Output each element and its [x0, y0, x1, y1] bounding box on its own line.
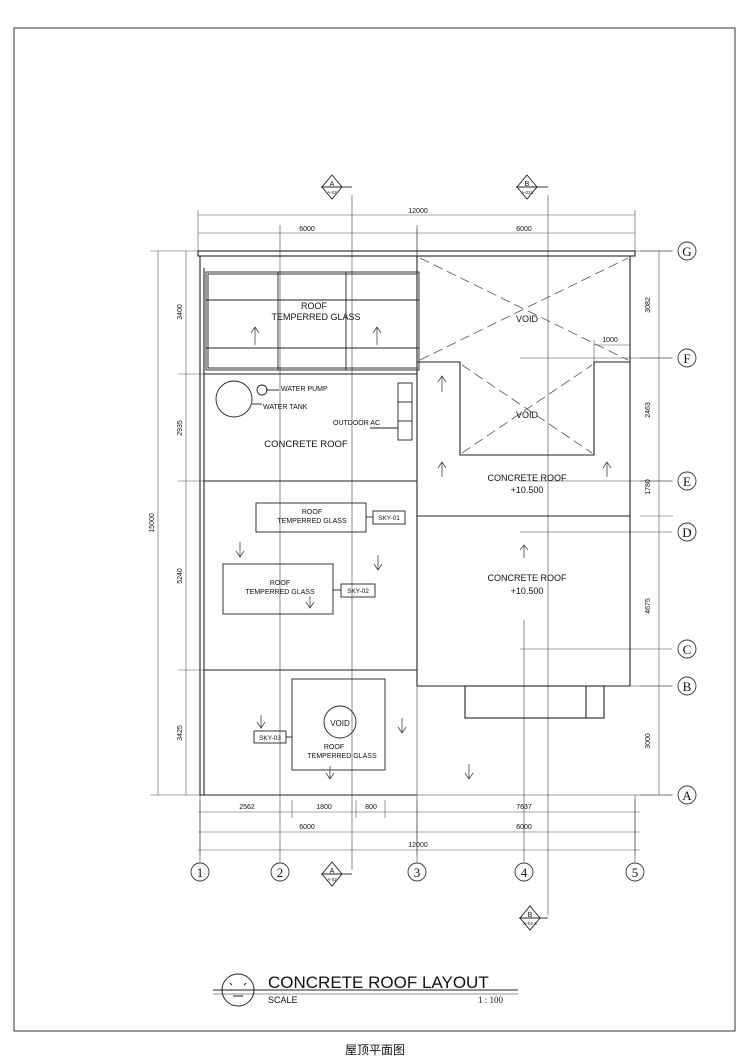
dim-right-seg-5: 3000: [645, 733, 652, 749]
water-pump-label: WATER PUMP: [281, 386, 328, 393]
roof-glass-top-label-1: ROOF: [301, 301, 328, 311]
dim-bottom-seg-4: 7637: [516, 804, 532, 811]
dim-bottom-right: 6000: [516, 824, 532, 831]
section-a-top-ref: A-02: [327, 190, 337, 195]
dim-top-left: 6000: [299, 226, 315, 233]
outdoor-ac-shape: [397, 382, 413, 441]
concrete-roof-d-label-2: +10.500: [511, 586, 544, 596]
building-outline: [197, 250, 636, 796]
dim-right-seg-2: 2463: [645, 402, 652, 418]
title-block: CONCRETE ROOF LAYOUT SCALE 1 : 100: [213, 973, 518, 1007]
section-markers: [321, 174, 548, 931]
skylights: [222, 502, 406, 771]
room-labels: ROOF TEMPERRED GLASS VOID VOID WATER PUM…: [245, 301, 567, 760]
section-a-top-letter: A: [330, 181, 335, 188]
section-b-top-ref: A-02a: [521, 190, 534, 195]
grid-axis-lines: [199, 195, 672, 915]
concrete-roof-label: CONCRETE ROOF: [264, 439, 348, 450]
sheet-border: [13, 27, 736, 1032]
axis-bubbles: [190, 241, 697, 882]
sky-01-outline: [255, 502, 367, 533]
drawing-title: CONCRETE ROOF LAYOUT: [268, 973, 489, 992]
section-marker-labels: A A-02 B A-02a A A-02 B A-02 a: [327, 181, 537, 926]
roof-glass-top: [205, 271, 420, 371]
water-pump-shape: [256, 384, 268, 396]
grid-labels: 1 2 3 4 5 G F E D C B A: [197, 244, 693, 880]
water-tank-label: WATER TANK: [263, 404, 308, 411]
dimension-lines: [150, 210, 673, 855]
dim-left-seg-1: 3400: [177, 304, 184, 320]
scale-label: SCALE: [268, 995, 298, 1005]
grid-row-a: A: [682, 788, 692, 803]
grid-col-5: 5: [632, 865, 639, 880]
sky02-tag: SKY-02: [347, 588, 369, 595]
sky03-label-1: ROOF: [324, 744, 344, 751]
sky02-label-2: TEMPERRED GLASS: [245, 589, 315, 596]
dim-left-seg-3: 5240: [177, 568, 184, 584]
dim-right-seg-3: 1780: [645, 479, 652, 495]
grid-row-f: F: [683, 351, 690, 366]
dim-right-offset: 1000: [602, 337, 618, 344]
void-label-2: VOID: [516, 410, 539, 420]
dim-bottom-seg-1: 2562: [239, 804, 255, 811]
roof-glass-top-label-2: TEMPERRED GLASS: [271, 312, 360, 322]
grid-row-b: B: [683, 679, 692, 694]
concrete-roof-e-label-1: CONCRETE ROOF: [487, 473, 567, 483]
dim-top-total: 12000: [408, 208, 428, 215]
concrete-roof-d-label-1: CONCRETE ROOF: [487, 573, 567, 583]
sky01-label-1: ROOF: [302, 509, 322, 516]
void-circle: [323, 705, 357, 739]
grid-row-c: C: [683, 642, 692, 657]
section-b-bottom-letter: B: [528, 912, 533, 919]
dim-left-seg-4: 3425: [177, 725, 184, 741]
grid-col-3: 3: [414, 865, 421, 880]
section-a-bottom-ref: A-02: [327, 877, 337, 882]
sky-02-tag-box: [340, 583, 376, 598]
sky03-tag: SKY-03: [259, 735, 281, 742]
sky01-label-2: TEMPERRED GLASS: [277, 518, 347, 525]
concrete-roof-e-label-2: +10.500: [511, 485, 544, 495]
grid-col-2: 2: [277, 865, 284, 880]
dim-bottom-total: 12000: [408, 842, 428, 849]
dim-bottom-seg-2: 1800: [316, 804, 332, 811]
dim-bottom-seg-3: 800: [365, 804, 377, 811]
void-hatch: [419, 257, 629, 454]
sky01-tag: SKY-01: [378, 515, 400, 522]
grid-row-e: E: [683, 474, 691, 489]
void-label-1: VOID: [516, 314, 539, 324]
grid-col-1: 1: [197, 865, 204, 880]
sky02-label-1: ROOF: [270, 580, 290, 587]
dim-right-seg-4: 4675: [645, 598, 652, 614]
slope-arrows: [235, 326, 612, 780]
dim-right-seg-1: 3082: [645, 297, 652, 313]
grid-row-d: D: [682, 525, 691, 540]
dim-top-right: 6000: [516, 226, 532, 233]
sky-03-outline: [291, 678, 386, 771]
section-b-bottom-ref: A-02 a: [523, 921, 537, 926]
void-label-3: VOID: [330, 719, 350, 728]
dim-left-total: 15000: [149, 513, 156, 533]
rooftop-equipment: [215, 380, 413, 441]
dim-bottom-left: 6000: [299, 824, 315, 831]
outdoor-ac-label: OUTDOOR AC: [333, 420, 380, 427]
grid-col-4: 4: [521, 865, 528, 880]
sky03-label-2: TEMPERRED GLASS: [307, 753, 377, 760]
dim-left-seg-2: 2935: [177, 420, 184, 436]
scale-value: 1 : 100: [478, 995, 504, 1005]
sky-02-outline: [222, 563, 334, 615]
dimension-texts: 12000 6000 6000 15000 3400 2935 5240 342…: [149, 208, 652, 849]
sky-01-tag-box: [372, 510, 406, 525]
section-a-bottom-letter: A: [330, 868, 335, 875]
water-tank-shape: [215, 380, 253, 418]
drawing-caption: 屋顶平面图: [344, 1043, 405, 1057]
grid-row-g: G: [682, 244, 691, 259]
section-b-top-letter: B: [525, 181, 530, 188]
